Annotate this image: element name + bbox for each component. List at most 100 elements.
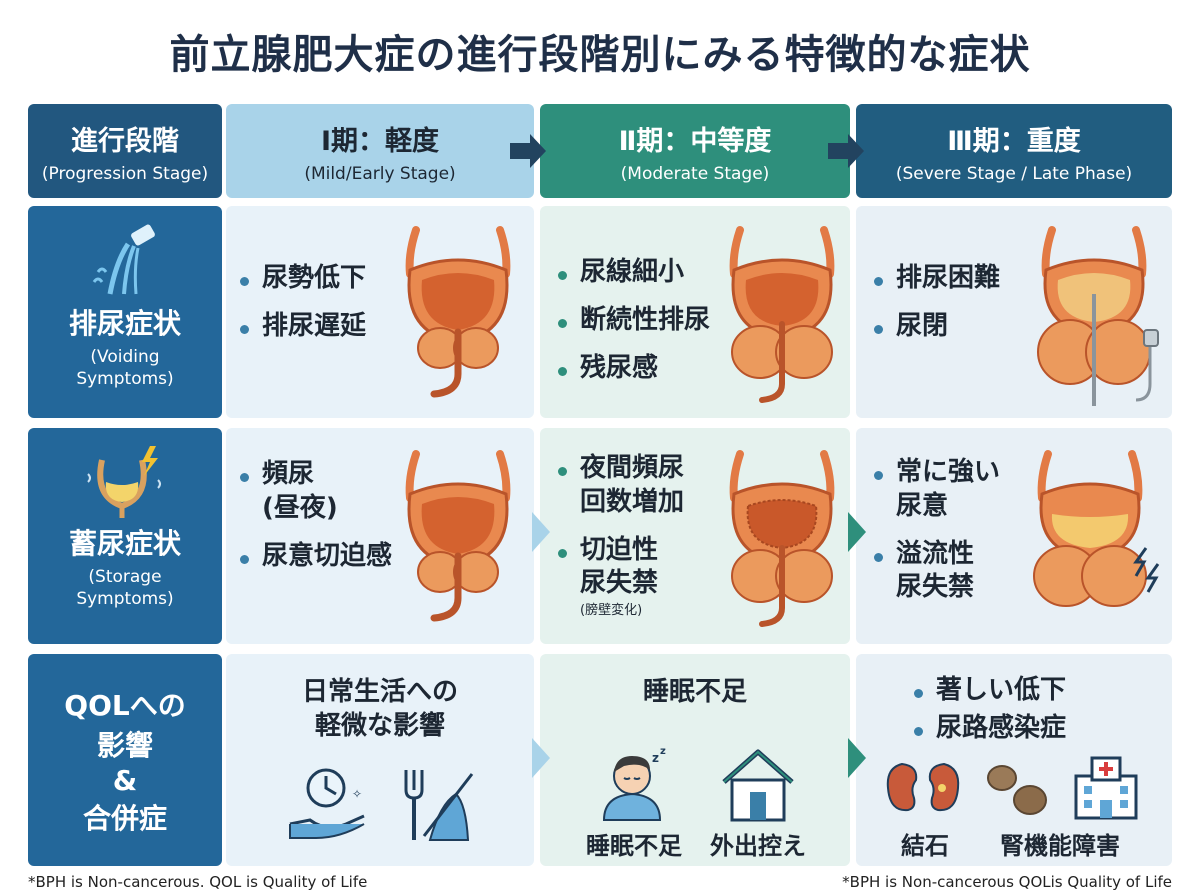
storage-s2-note: (膀壁変化) [580, 603, 643, 619]
storage-s2-a2: 回数増加 [580, 486, 685, 517]
row-label-voiding-en: (Voiding Symptoms) [76, 347, 174, 390]
qol-s1-line1: 日常生活への [301, 677, 458, 707]
kidney-icon [886, 762, 960, 812]
qol-stage1: 日常生活への 軽微な影響 ✧ [226, 654, 534, 866]
chevron-right-icon [532, 512, 550, 552]
catheter-icon [1135, 340, 1152, 402]
storage-s2-a: 夜間頻尿 [580, 453, 685, 483]
clock-hand-icon: ✧ [289, 768, 365, 839]
list-item: 排尿遅延 [240, 310, 366, 344]
svg-text:z: z [660, 746, 666, 757]
arrow-right-icon [828, 134, 864, 168]
header-stage3: Ⅲ期：重度 (Severe Stage / Late Phase) [856, 104, 1172, 198]
voiding-stage3: 排尿困難 尿閉 [856, 206, 1172, 418]
row-label-qol-3: & [112, 763, 138, 797]
page-title: 前立腺肥大症の進行段階別にみる特徴的な症状 [169, 32, 1031, 78]
header-stage3-en: (Severe Stage / Late Phase) [895, 163, 1133, 184]
footer-note-right: *BPH is Non-cancerous QOLis Quality of L… [842, 873, 1172, 891]
qol-stage1-text: 日常生活への 軽微な影響 [226, 676, 534, 744]
storage-stage2: 夜間頻尿回数増加 切迫性尿失禁 (膀壁変化) [540, 428, 850, 644]
svg-text:z: z [652, 751, 659, 765]
prostate-bladder-severe-icon [1037, 226, 1159, 406]
header-label-en: (Progression Stage) [41, 163, 209, 184]
list-item: 尿路感染症 [914, 712, 1066, 746]
prostate-bladder-thick-wall-icon [729, 450, 835, 627]
water-jet-icon [92, 224, 155, 295]
list-item: 溢流性尿失禁 [874, 538, 1000, 606]
list-item: 夜間頻尿回数増加 [558, 452, 684, 520]
list-item: 切迫性尿失禁 (膀壁変化) [558, 534, 684, 620]
fork-icon [404, 770, 474, 841]
row-label-qol-1: QOLへの [64, 688, 186, 722]
bladder-lightning-icon [87, 446, 161, 518]
qol-s3-icon1-label: 結石 [901, 832, 949, 860]
prostate-bladder-mild-icon [405, 450, 511, 622]
header-stage-label: 進行段階 (Progression Stage) [28, 104, 222, 198]
storage-s3-b: 溢流性 [896, 538, 975, 569]
qol-stage3-list: 著しい低下 尿路感染症 [914, 674, 1066, 760]
storage-stage3: 常に強い尿意 溢流性尿失禁 [856, 428, 1172, 644]
list-item: 著しい低下 [914, 674, 1066, 708]
header-stage2-en: (Moderate Stage) [620, 163, 770, 184]
qol-s1-line2: 軽微な影響 [314, 710, 445, 741]
prostate-bladder-mild-icon [405, 226, 511, 398]
voiding-stage1: 尿勢低下 排尿遅延 [226, 206, 534, 418]
list-item: 頻尿(昼夜) [240, 458, 392, 526]
stones-icon [987, 765, 1047, 815]
qol-stage2: 睡眠不足 z z 睡眠不足 外出控え [540, 654, 850, 866]
list-item: 残尿感 [558, 352, 710, 386]
list-item: 尿線細小 [558, 256, 710, 290]
row-label-qol-2: 影響 [96, 728, 153, 762]
house-icon [722, 749, 794, 822]
hospital-icon [1074, 756, 1138, 820]
svg-text:✧: ✧ [352, 787, 362, 801]
storage-s3-b2: 尿失禁 [896, 572, 975, 603]
prostate-bladder-moderate-icon [729, 226, 835, 403]
list-item: 断続性排尿 [558, 304, 710, 338]
header-stage2-jp: Ⅱ期：中等度 [618, 125, 772, 157]
qol-stage2-title: 睡眠不足 [642, 677, 747, 707]
row-label-voiding-jp: 排尿症状 [68, 307, 181, 340]
list-item: 常に強い尿意 [874, 456, 1000, 524]
row-label-qol-4: 合併症 [82, 801, 167, 835]
storage-s2-b: 切迫性 [580, 534, 659, 565]
storage-s1-a2: (昼夜) [262, 492, 338, 523]
chevron-right-icon [848, 738, 866, 778]
prostate-bladder-overflow-icon [1033, 450, 1160, 607]
storage-s2-b2: 尿失禁 [580, 568, 659, 599]
list-item: 尿閉 [874, 310, 1000, 344]
storage-stage1-list: 頻尿(昼夜) 尿意切迫感 [240, 458, 392, 587]
sleeping-person-icon: z z [602, 746, 666, 821]
storage-s3-a2: 尿意 [896, 490, 949, 521]
voiding-stage1-list: 尿勢低下 排尿遅延 [240, 262, 366, 358]
chevron-right-icon [848, 512, 866, 552]
footer-note-left: *BPH is Non-cancerous. QOL is Quality of… [28, 873, 368, 891]
row-label-storage-en: (Storage Symptoms) [76, 567, 174, 610]
chevron-right-icon [532, 738, 550, 778]
qol-s2-icon1-label: 睡眠不足 [586, 832, 682, 860]
storage-stage3-list: 常に強い尿意 溢流性尿失禁 [874, 456, 1000, 619]
row-label-voiding: 排尿症状 (Voiding Symptoms) [28, 206, 222, 418]
row-label-qol: QOLへの 影響 & 合併症 [28, 654, 222, 866]
header-stage3-jp: Ⅲ期：重度 [947, 125, 1081, 157]
storage-s3-a: 常に強い [896, 457, 1001, 487]
voiding-stage3-list: 排尿困難 尿閉 [874, 262, 1000, 358]
storage-s1-a: 頻尿 [262, 459, 315, 489]
header-label-jp: 進行段階 [71, 125, 179, 157]
arrow-right-icon [510, 134, 546, 168]
voiding-stage2: 尿線細小 断続性排尿 残尿感 [540, 206, 850, 418]
qol-stage3: 著しい低下 尿路感染症 結石 腎機能障害 [856, 654, 1172, 866]
header-stage1: Ⅰ期：軽度 (Mild/Early Stage) [226, 104, 534, 198]
row-label-storage-jp: 蓄尿症状 [68, 527, 181, 560]
header-stage2: Ⅱ期：中等度 (Moderate Stage) [540, 104, 850, 198]
qol-s3-icon2-label: 腎機能障害 [1000, 832, 1120, 860]
list-item: 排尿困難 [874, 262, 1000, 296]
header-stage1-jp: Ⅰ期：軽度 [320, 125, 440, 157]
storage-stage2-list: 夜間頻尿回数増加 切迫性尿失禁 (膀壁変化) [558, 452, 684, 634]
list-item: 尿意切迫感 [240, 540, 392, 574]
list-item: 尿勢低下 [240, 262, 366, 296]
qol-s2-icon2-label: 外出控え [710, 832, 806, 860]
voiding-stage2-list: 尿線細小 断続性排尿 残尿感 [558, 256, 710, 399]
storage-stage1: 頻尿(昼夜) 尿意切迫感 [226, 428, 534, 644]
header-stage1-en: (Mild/Early Stage) [304, 163, 456, 184]
